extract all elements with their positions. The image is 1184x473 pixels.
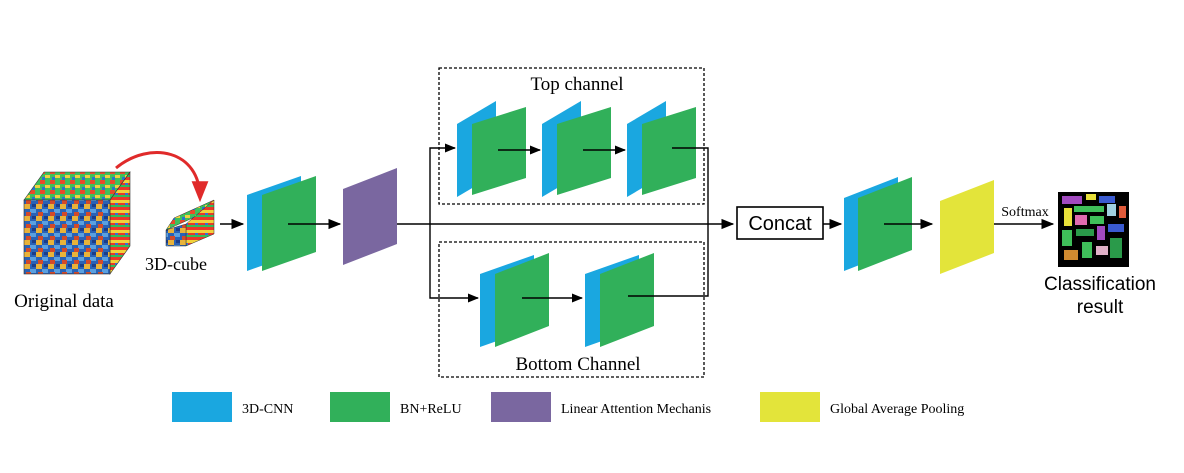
concat-box — [736, 206, 824, 240]
bottom-bn-layer-1 — [495, 253, 549, 347]
concat-label: Concat — [748, 213, 812, 235]
attention-layer — [343, 168, 397, 265]
top-bn-layer-3 — [642, 107, 696, 195]
result-label-line2: result — [1077, 297, 1124, 318]
branch-to-bottom — [429, 224, 480, 303]
bottom-bn-layer-2 — [600, 253, 654, 347]
legend: 3D-CNN BN+ReLU Linear Attention Mechanis… — [172, 392, 964, 422]
bottom-channel-label: Bottom Channel — [515, 354, 640, 375]
classification-map — [1058, 192, 1129, 267]
branch-to-top — [429, 143, 457, 224]
top-bn-layer-1 — [472, 107, 526, 195]
original-data-label: Original data — [14, 291, 114, 312]
top-output-connector — [672, 147, 709, 224]
top-bn-layer-2 — [557, 107, 611, 195]
legend-label-bn: BN+ReLU — [400, 402, 462, 417]
top-channel-label: Top channel — [530, 74, 623, 95]
result-label-line1: Classification — [1044, 274, 1156, 295]
legend-swatch-gap — [760, 392, 820, 422]
small-3d-cube — [165, 199, 215, 247]
softmax-label: Softmax — [1001, 205, 1048, 220]
bottom-output-connector — [628, 224, 709, 297]
top-channel-box — [438, 67, 705, 205]
legend-swatch-cnn — [172, 392, 232, 422]
legend-swatch-bn — [330, 392, 390, 422]
original-data-cube — [23, 171, 131, 275]
legend-label-gap: Global Average Pooling — [830, 402, 964, 417]
legend-swatch-attention — [491, 392, 551, 422]
crop-link-arrow — [115, 151, 209, 203]
legend-label-cnn: 3D-CNN — [242, 402, 293, 417]
cube-label: 3D-cube — [145, 254, 207, 274]
legend-label-attention: Linear Attention Mechanis — [561, 402, 711, 417]
gap-layer — [940, 180, 994, 274]
bottom-channel-box — [438, 241, 705, 378]
